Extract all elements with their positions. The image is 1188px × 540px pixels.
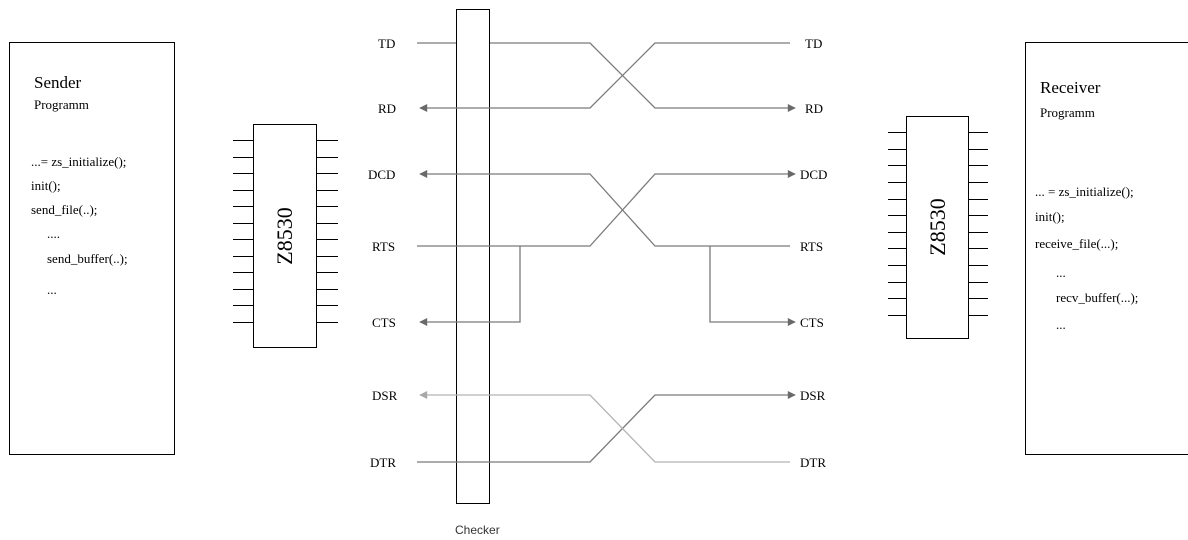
receiver-code-line: ... — [1056, 265, 1066, 280]
wire-td-to-rd-reverse — [419, 42, 790, 112]
left-label-td: TD — [378, 36, 395, 51]
right-z8530-chip: Z8530 — [888, 116, 988, 339]
wire-dtr-to-dsr-reverse — [419, 391, 790, 463]
receiver-code-line: recv_buffer(...); — [1056, 290, 1138, 305]
left-signal-labels: TD RD DCD RTS CTS DSR DTR — [368, 36, 398, 470]
right-label-td: TD — [805, 36, 822, 51]
sender-box: Sender Programm ...= zs_initialize(); in… — [9, 42, 175, 455]
checker-label: Checker — [455, 523, 500, 537]
left-label-dtr: DTR — [370, 455, 396, 470]
receiver-title: Receiver — [1040, 78, 1101, 97]
left-label-cts: CTS — [372, 315, 396, 330]
wire-rts-to-cts-left — [419, 246, 521, 326]
right-label-rd: RD — [805, 101, 823, 116]
right-signal-labels: TD RD DCD RTS CTS DSR DTR — [800, 36, 827, 470]
left-z8530-chip: Z8530 — [233, 124, 338, 348]
right-chip-label: Z8530 — [925, 198, 950, 255]
receiver-code-line: ... — [1056, 317, 1066, 332]
left-label-rd: RD — [378, 101, 396, 116]
sender-code-line: ... — [47, 282, 57, 297]
left-label-rts: RTS — [372, 239, 395, 254]
receiver-code-line: init(); — [1035, 209, 1065, 224]
sender-code-line: .... — [47, 226, 60, 241]
left-chip-label: Z8530 — [272, 207, 297, 264]
left-label-dcd: DCD — [368, 167, 395, 182]
right-label-cts: CTS — [800, 315, 824, 330]
right-label-dtr: DTR — [800, 455, 826, 470]
sender-title: Sender — [34, 73, 82, 92]
sender-code-line: init(); — [31, 178, 61, 193]
receiver-box: Receiver Programm ... = zs_initialize();… — [1025, 42, 1188, 455]
wire-rts-to-dcd-reverse — [419, 170, 790, 247]
sender-code-line: ...= zs_initialize(); — [31, 154, 126, 169]
right-label-dsr: DSR — [800, 388, 826, 403]
checker-bar: Checker — [455, 9, 500, 537]
sender-code-line: send_file(..); — [31, 202, 97, 217]
signal-wires — [417, 42, 796, 463]
left-label-dsr: DSR — [372, 388, 398, 403]
sender-subtitle: Programm — [34, 97, 89, 112]
receiver-code-line: receive_file(...); — [1035, 236, 1118, 251]
right-label-dcd: DCD — [800, 167, 827, 182]
receiver-subtitle: Programm — [1040, 105, 1095, 120]
receiver-code-line: ... = zs_initialize(); — [1035, 184, 1134, 199]
sender-code-line: send_buffer(..); — [47, 251, 128, 266]
right-label-rts: RTS — [800, 239, 823, 254]
wire-rts-to-cts-right — [709, 246, 796, 326]
